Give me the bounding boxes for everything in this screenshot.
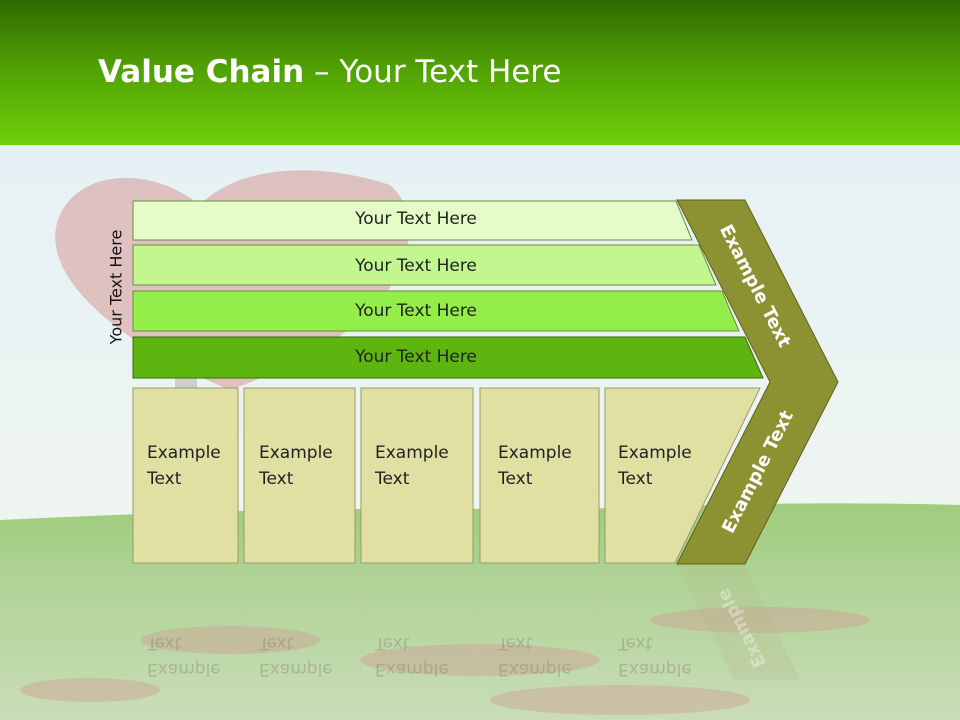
bar-3-label: Your Text Here: [355, 301, 477, 321]
title-bold: Value Chain: [98, 54, 305, 90]
card-4-line1: Example: [498, 443, 572, 463]
bar-4: [132, 336, 764, 379]
card-2-line2: Text: [259, 469, 294, 489]
card-1-line1: Example: [147, 443, 221, 463]
chevron-reflection: [676, 564, 800, 680]
card-3-line2: Text: [375, 469, 410, 489]
card-2: [243, 387, 356, 564]
card-reflection-2: [243, 563, 356, 685]
bar-1-label: Your Text Here: [355, 209, 477, 229]
card-4-line2: Text: [498, 469, 533, 489]
card-3: [360, 387, 474, 564]
card-reflection-3: [360, 563, 474, 685]
chevron-arrow: [676, 199, 839, 565]
header-band: [0, 0, 960, 145]
card-reflection-1: [132, 563, 239, 685]
card-1-line2: Text: [147, 469, 182, 489]
bar-4-label: Your Text Here: [355, 347, 477, 367]
bar-2-label: Your Text Here: [355, 256, 477, 276]
card-reflection-4: [479, 563, 600, 685]
flower-meadow: [20, 607, 870, 715]
bar-2: [132, 244, 717, 286]
page-title: Value Chain – Your Text Here: [98, 54, 561, 90]
card-5-line2: Text: [618, 469, 653, 489]
card-3-line1: Example: [375, 443, 449, 463]
reflection-group: [132, 563, 800, 685]
bar-1: [132, 200, 693, 241]
title-rest: – Your Text Here: [304, 54, 562, 90]
card-reflection-5: [604, 563, 736, 685]
bar-3: [132, 290, 740, 332]
card-1: [132, 387, 239, 564]
card-5: [604, 387, 761, 564]
card-4: [479, 387, 600, 564]
card-5-line1: Example: [618, 443, 692, 463]
card-2-line1: Example: [259, 443, 333, 463]
